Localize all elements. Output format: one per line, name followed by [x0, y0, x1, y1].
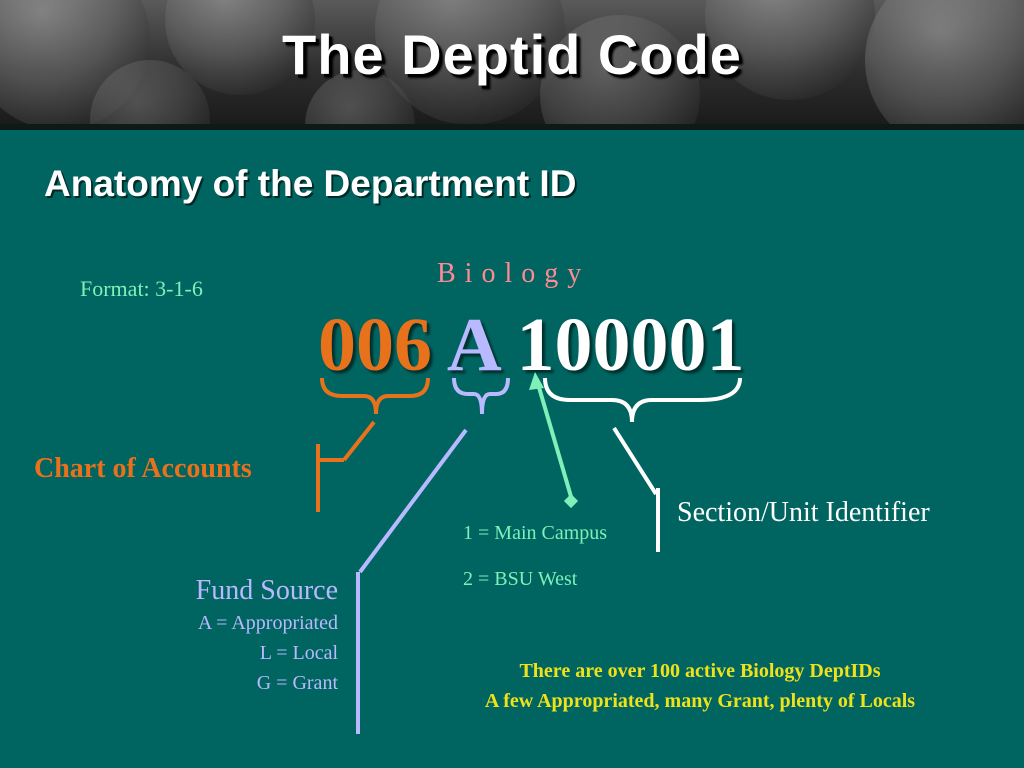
fund-source-brace	[452, 377, 510, 415]
chart-of-accounts-code: 006	[318, 303, 432, 387]
title-banner	[0, 0, 1024, 127]
section-unit-code: 100001	[516, 303, 745, 387]
location-arrow-head	[529, 372, 544, 390]
summary-note-line-2: A few Appropriated, many Grant, plenty o…	[484, 690, 916, 712]
coins-background-image	[0, 0, 1024, 127]
section-unit-label: Section/Unit Identifier	[677, 497, 930, 528]
chart-of-accounts-label: Chart of Accounts	[34, 453, 252, 484]
format-label: Format: 3-1-6	[80, 276, 203, 301]
chart-of-accounts-connector	[342, 420, 376, 462]
location-bsu-west: 2 = BSU West	[463, 568, 578, 590]
fund-source-code: A	[446, 303, 498, 387]
department-name: Biology	[437, 258, 591, 289]
slide-subtitle: Anatomy of the Department ID	[44, 163, 577, 204]
summary-note-line-1: There are over 100 active Biology DeptID…	[519, 660, 881, 682]
fund-source-item-appropriated: A = Appropriated	[197, 612, 338, 634]
section-unit-connector	[612, 426, 658, 496]
chart-of-accounts-brace	[320, 377, 430, 415]
fund-source-item-local: L = Local	[259, 642, 338, 664]
summary-note: There are over 100 active Biology DeptID…	[400, 656, 1000, 716]
fund-source-connector	[358, 428, 468, 574]
banner-divider	[0, 124, 1024, 130]
fund-source-item-grant: G = Grant	[256, 672, 338, 694]
fund-source-heading: Fund Source	[195, 575, 338, 606]
location-arrow-line	[536, 383, 574, 501]
slide-title: The Deptid Code	[282, 23, 742, 86]
location-main-campus: 1 = Main Campus	[463, 522, 608, 544]
deptid-code: 006 A 100001	[318, 302, 745, 389]
location-arrow-tail	[563, 493, 579, 509]
fund-source-legend: Fund Source A = Appropriated L = Local G…	[196, 574, 338, 698]
section-unit-brace	[543, 377, 742, 423]
